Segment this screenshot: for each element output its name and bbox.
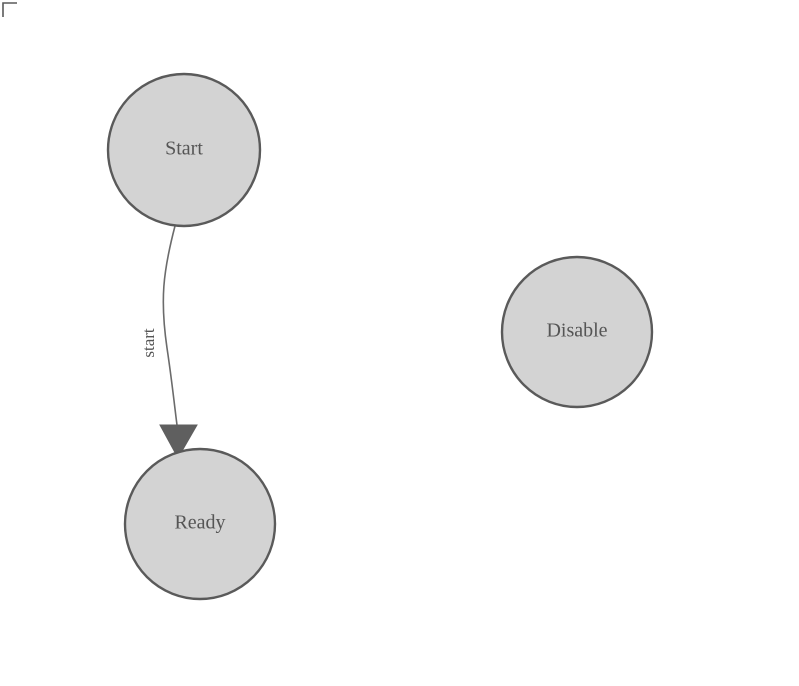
node-start-label: Start (165, 138, 203, 160)
node-disable-label: Disable (546, 320, 607, 342)
edge-label-start: start (139, 328, 158, 358)
node-ready-label: Ready (174, 512, 225, 534)
edge-path (162, 225, 179, 433)
node-ready-circle[interactable] (123, 447, 277, 601)
node-ready[interactable]: Ready (123, 447, 277, 601)
corner-bracket-icon (2, 2, 17, 17)
arrowhead-icon (159, 424, 198, 460)
edge-label-group: start (139, 328, 158, 358)
edge-start-to-ready[interactable]: start (139, 225, 198, 460)
node-disable-circle[interactable] (500, 255, 654, 409)
node-start-circle[interactable] (106, 72, 262, 228)
node-disable[interactable]: Disable (500, 255, 654, 409)
node-start[interactable]: Start (106, 72, 262, 228)
